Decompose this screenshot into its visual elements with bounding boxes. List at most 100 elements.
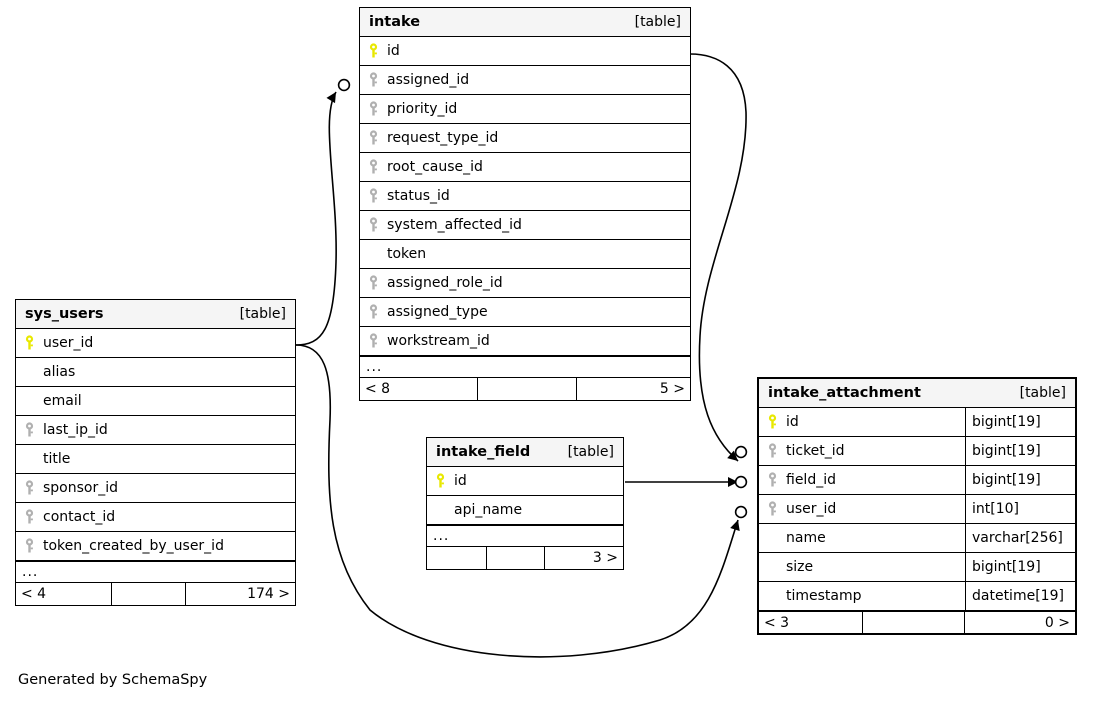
table-intake-attachment[interactable]: intake_attachment [table] id bigint[19] … xyxy=(757,377,1077,635)
table-row[interactable]: request_type_id xyxy=(360,124,690,153)
table-title: intake_field xyxy=(436,444,531,460)
foreign-key-icon xyxy=(368,304,387,320)
column-cell: token xyxy=(360,240,690,268)
column-name: size xyxy=(786,559,814,575)
column-cell: size xyxy=(759,553,965,581)
column-cell: user_id xyxy=(16,329,295,357)
table-title: sys_users xyxy=(25,306,104,322)
table-row[interactable]: assigned_id xyxy=(360,66,690,95)
foreign-key-icon xyxy=(767,501,786,517)
column-name: request_type_id xyxy=(387,130,499,146)
table-row[interactable]: user_id xyxy=(16,329,295,358)
footer-middle xyxy=(487,547,545,569)
column-cell: email xyxy=(16,387,295,415)
edge-intake-to-attachment-ticket xyxy=(689,53,747,462)
column-name: api_name xyxy=(454,502,523,518)
column-name: assigned_id xyxy=(387,72,470,88)
cardinality-zero-marker xyxy=(734,445,748,459)
column-cell: assigned_type xyxy=(360,298,690,326)
table-row[interactable]: contact_id xyxy=(16,503,295,532)
table-row[interactable]: workstream_id xyxy=(360,327,690,356)
footer-middle xyxy=(112,583,186,605)
footer-child-count[interactable]: 0 > xyxy=(1044,614,1070,631)
foreign-key-icon xyxy=(767,472,786,488)
column-name: status_id xyxy=(387,188,450,204)
table-row[interactable]: name varchar[256] xyxy=(759,524,1075,553)
table-row[interactable]: assigned_type xyxy=(360,298,690,327)
column-cell: user_id xyxy=(759,495,965,523)
column-cell: timestamp xyxy=(759,582,965,610)
column-datatype: int[10] xyxy=(965,495,1075,523)
more-columns-indicator: ... xyxy=(427,525,623,547)
column-cell: alias xyxy=(16,358,295,386)
column-name: id xyxy=(387,43,400,59)
table-row[interactable]: id bigint[19] xyxy=(759,408,1075,437)
column-datatype: datetime[19] xyxy=(965,582,1075,610)
table-intake-field[interactable]: intake_field [table] id api_name ... 3 > xyxy=(426,437,624,570)
primary-key-icon xyxy=(368,43,387,59)
table-row[interactable]: api_name xyxy=(427,496,623,525)
table-title: intake_attachment xyxy=(768,385,921,401)
column-cell: field_id xyxy=(759,466,965,494)
column-cell: id xyxy=(759,408,965,436)
cardinality-zero-marker xyxy=(734,475,748,489)
table-sys-users[interactable]: sys_users [table] user_id alias email xyxy=(15,299,296,606)
table-row[interactable]: size bigint[19] xyxy=(759,553,1075,582)
column-name: priority_id xyxy=(387,101,458,117)
column-cell: workstream_id xyxy=(360,327,690,355)
table-row[interactable]: email xyxy=(16,387,295,416)
table-row[interactable]: priority_id xyxy=(360,95,690,124)
column-name: field_id xyxy=(786,472,836,488)
foreign-key-icon xyxy=(24,422,43,438)
table-row[interactable]: id xyxy=(360,37,690,66)
table-row[interactable]: token xyxy=(360,240,690,269)
more-columns-indicator: ... xyxy=(16,561,295,583)
column-cell: assigned_role_id xyxy=(360,269,690,297)
table-row[interactable]: sponsor_id xyxy=(16,474,295,503)
column-name: ticket_id xyxy=(786,443,845,459)
table-row[interactable]: timestamp datetime[19] xyxy=(759,582,1075,611)
table-row[interactable]: field_id bigint[19] xyxy=(759,466,1075,495)
table-intake[interactable]: intake [table] id assigned_id xyxy=(359,7,691,401)
footer-parent-count[interactable]: < 3 xyxy=(759,612,863,633)
table-row[interactable]: last_ip_id xyxy=(16,416,295,445)
column-name: assigned_role_id xyxy=(387,275,503,291)
table-header-sys-users: sys_users [table] xyxy=(16,300,295,329)
table-footer-intake: < 8 5 > xyxy=(360,378,690,400)
column-cell: title xyxy=(16,445,295,473)
table-row[interactable]: ticket_id bigint[19] xyxy=(759,437,1075,466)
footer-parent-count[interactable] xyxy=(427,547,487,569)
column-name: timestamp xyxy=(786,588,862,604)
table-title: intake xyxy=(369,14,421,30)
column-cell: status_id xyxy=(360,182,690,210)
table-header-intake: intake [table] xyxy=(360,8,690,37)
footer-parent-count[interactable]: < 4 xyxy=(16,583,112,605)
table-type-tag: [table] xyxy=(1019,385,1066,401)
footer-child-count[interactable]: 5 > xyxy=(659,381,685,397)
table-row[interactable]: id xyxy=(427,467,623,496)
footer-parent-count[interactable]: < 8 xyxy=(360,378,478,400)
column-cell: id xyxy=(427,467,623,495)
table-row[interactable]: system_affected_id xyxy=(360,211,690,240)
column-name: user_id xyxy=(786,501,837,517)
table-row[interactable]: token_created_by_user_id xyxy=(16,532,295,561)
table-row[interactable]: status_id xyxy=(360,182,690,211)
column-cell: system_affected_id xyxy=(360,211,690,239)
column-cell: assigned_id xyxy=(360,66,690,94)
foreign-key-icon xyxy=(368,72,387,88)
column-datatype: bigint[19] xyxy=(965,408,1075,436)
column-cell: api_name xyxy=(427,496,623,524)
footer-child-count[interactable]: 3 > xyxy=(592,550,618,566)
table-row[interactable]: user_id int[10] xyxy=(759,495,1075,524)
table-row[interactable]: alias xyxy=(16,358,295,387)
table-header-intake-attachment: intake_attachment [table] xyxy=(759,379,1075,408)
column-datatype: bigint[19] xyxy=(965,466,1075,494)
footer-child-count[interactable]: 174 > xyxy=(247,586,290,602)
column-name: id xyxy=(454,473,467,489)
table-row[interactable]: assigned_role_id xyxy=(360,269,690,298)
column-name: token_created_by_user_id xyxy=(43,538,224,554)
table-row[interactable]: title xyxy=(16,445,295,474)
column-name: sponsor_id xyxy=(43,480,119,496)
table-row[interactable]: root_cause_id xyxy=(360,153,690,182)
